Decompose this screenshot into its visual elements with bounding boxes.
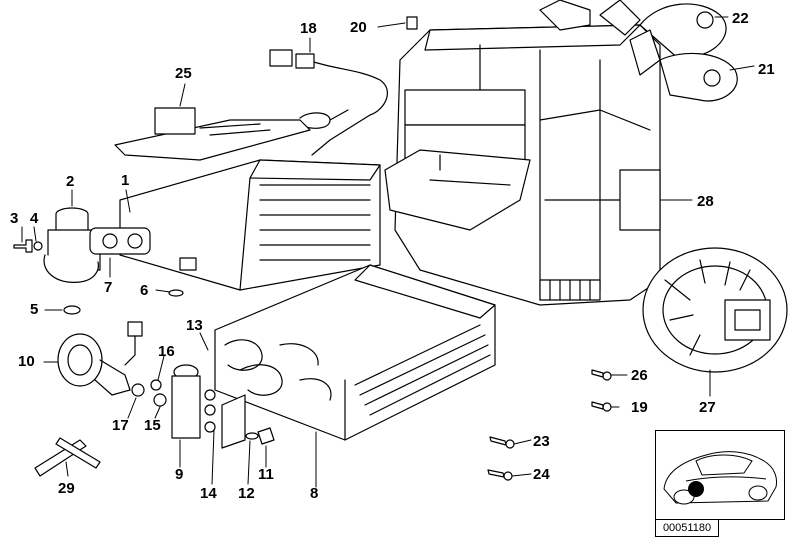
leader-lines <box>21 16 755 488</box>
vehicle-location-inset <box>655 430 785 520</box>
callout-25: 25 <box>175 65 192 82</box>
part-14-gasket <box>221 394 246 449</box>
part-1-heater-core <box>89 159 381 291</box>
callout-2: 2 <box>66 173 75 190</box>
callout-27: 27 <box>699 399 716 416</box>
part-20-clip <box>406 16 418 30</box>
callout-21: 21 <box>758 61 775 78</box>
callout-11: 11 <box>258 466 274 483</box>
callout-13: 13 <box>186 317 203 334</box>
part-18-harness <box>269 49 388 156</box>
callout-6: 6 <box>140 282 149 299</box>
callout-23: 23 <box>533 433 550 450</box>
part-10-fitting <box>57 321 167 407</box>
callout-24: 24 <box>533 466 550 483</box>
heater-housing <box>384 0 738 306</box>
part-29-tool <box>34 437 101 477</box>
callout-8: 8 <box>310 485 319 502</box>
callout-7: 7 <box>104 279 113 296</box>
part-6-seal <box>168 289 184 297</box>
callout-19: 19 <box>631 399 648 416</box>
callout-10: 10 <box>18 353 35 370</box>
callout-12: 12 <box>238 485 255 502</box>
location-marker <box>688 481 704 497</box>
part-8-evaporator <box>214 264 496 441</box>
part-2-actuator <box>43 207 113 283</box>
callout-5: 5 <box>30 301 39 318</box>
callout-18: 18 <box>300 20 317 37</box>
part-27-blower <box>642 247 788 373</box>
car-outline <box>663 451 777 505</box>
callout-22: 22 <box>732 10 749 27</box>
callout-17: 17 <box>112 417 129 434</box>
callout-9: 9 <box>175 466 184 483</box>
part-25-module <box>114 107 311 161</box>
callout-3: 3 <box>10 210 19 227</box>
callout-29: 29 <box>58 480 75 497</box>
callout-15: 15 <box>144 417 161 434</box>
parts-11-12-screws <box>245 427 275 445</box>
part-9-valve <box>171 364 216 439</box>
reference-number: 00051180 <box>655 519 719 537</box>
callout-20: 20 <box>350 19 367 36</box>
callout-26: 26 <box>631 367 648 384</box>
small-screws <box>487 369 612 481</box>
callout-16: 16 <box>158 343 175 360</box>
callout-28: 28 <box>697 193 714 210</box>
callout-14: 14 <box>200 485 217 502</box>
parts-3-4-5-hardware <box>13 239 81 315</box>
callout-4: 4 <box>30 210 39 227</box>
callout-1: 1 <box>121 172 130 189</box>
